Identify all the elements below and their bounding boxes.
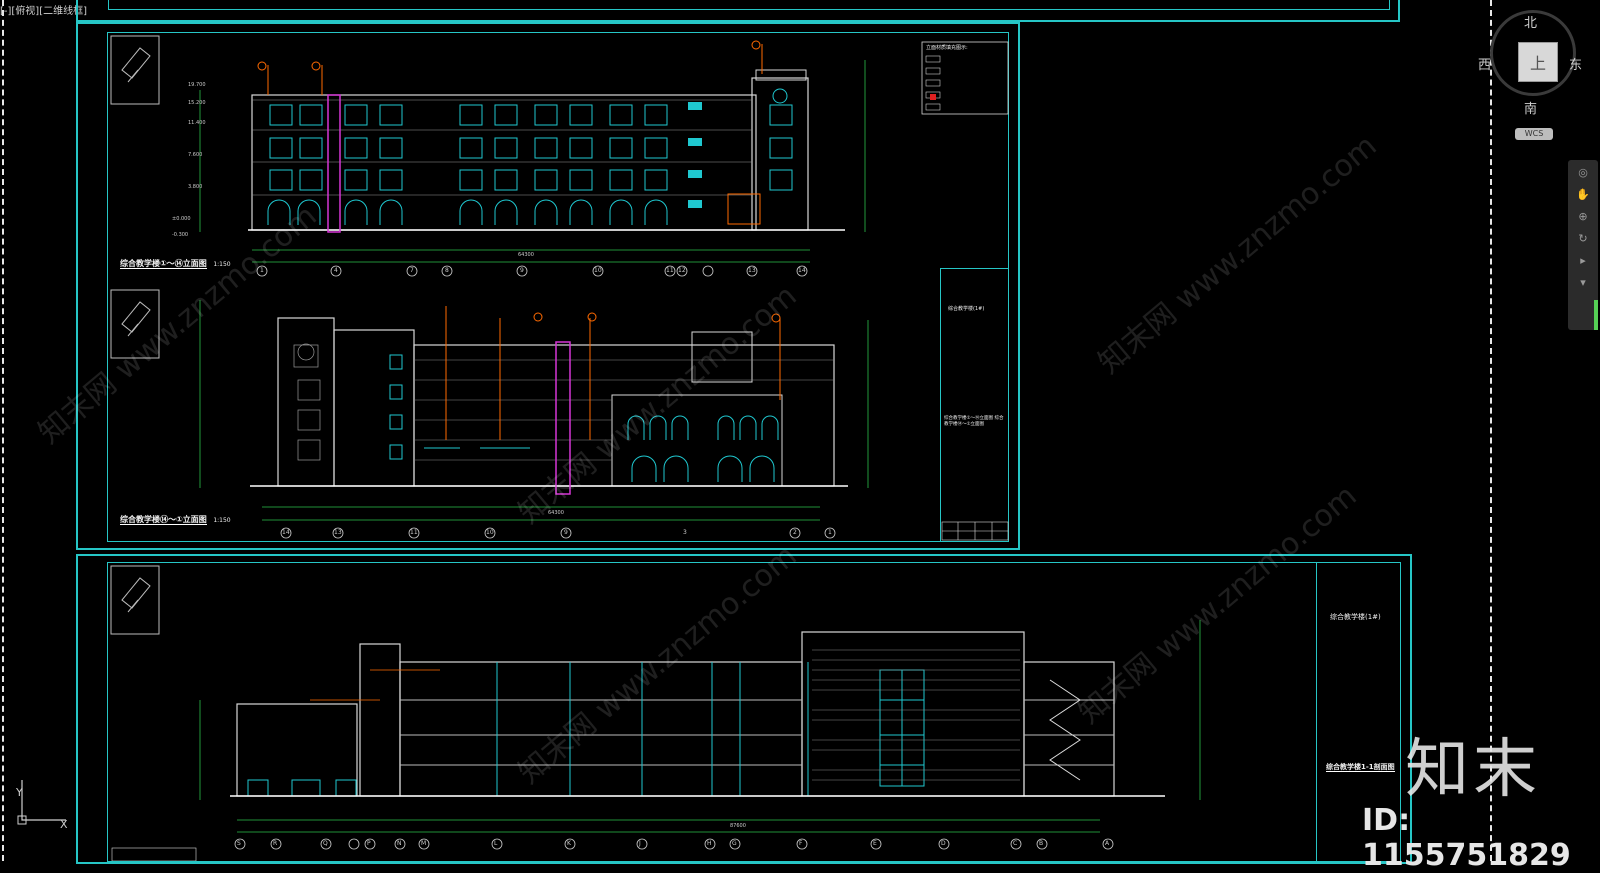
axis-e2-c: 11 (410, 529, 418, 536)
ucs-icon (17, 780, 66, 825)
navigation-bar: ◎ ✋ ⊕ ↻ ▸ ▾ (1568, 160, 1598, 330)
section-axis-M: M (421, 840, 427, 847)
showmotion-icon[interactable]: ▸ (1580, 254, 1586, 267)
orbit-icon[interactable]: ↻ (1578, 232, 1588, 245)
sheet-top-remnant (76, 0, 1400, 22)
view-cube-east[interactable]: 东 (1569, 58, 1583, 73)
section-axis-F: F (799, 840, 803, 847)
view-cube-south[interactable]: 南 (1524, 102, 1538, 117)
axis-e2-e: 9 (564, 529, 568, 536)
axis-e1-g: 11 (666, 267, 674, 274)
section-title: 综合教学楼1-1剖面图 (1326, 762, 1395, 772)
view-cube-west[interactable]: 西 (1478, 58, 1492, 73)
viewport-label[interactable]: [-][俯视][二维线框] (0, 6, 88, 17)
level-mark-6: ±0.000 (172, 216, 191, 222)
section-axis-K: K (567, 840, 571, 847)
elevation-1-title: 综合教学楼①～⑭立面图 1:150 (120, 258, 231, 269)
section-title-block-name: 综合教学楼(1#) (1330, 613, 1381, 621)
layout-edge-left (2, 0, 4, 861)
north-arrow-key-plans (110, 35, 160, 635)
axis-e2-d: 10 (486, 529, 494, 536)
title-block-name: 综合教学楼(1#) (948, 306, 985, 312)
elevation-1-scale: 1:150 (213, 261, 231, 268)
section-axis-G: G (732, 840, 737, 847)
level-mark-3: 11.400 (188, 120, 206, 126)
section-axis-bubbles (234, 838, 1114, 850)
level-mark-5: 3.800 (188, 184, 203, 190)
view-cube-ring[interactable] (1490, 10, 1576, 96)
view-cube-top-face[interactable]: 上 (1518, 42, 1558, 82)
pan-icon[interactable]: ✋ (1576, 188, 1590, 201)
steering-wheel-icon[interactable]: ◎ (1578, 166, 1588, 179)
axis-e2-a: 14 (282, 529, 290, 536)
section-axis-R: R (273, 840, 278, 847)
layout-edge-right (1490, 0, 1492, 861)
axis-e1-j: 14 (798, 267, 806, 274)
ucs-y-label: Y (16, 786, 23, 799)
nav-bar-indicator (1594, 300, 1598, 330)
axis-e1-b: 4 (334, 267, 338, 274)
section-axis-E: E (873, 840, 877, 847)
elevation-1-axis-bubbles (256, 265, 808, 277)
section-axis-D: D (941, 840, 946, 847)
axis-e1-d: 8 (445, 267, 449, 274)
title-block-grid (111, 521, 1009, 861)
title-block-right (940, 268, 1009, 542)
brand-logo: 知末 (1405, 733, 1541, 807)
axis-e1-f: 10 (594, 267, 602, 274)
level-mark-7: -0.300 (172, 232, 189, 238)
view-cube-north[interactable]: 北 (1524, 16, 1538, 31)
section-axis-A: A (1105, 840, 1110, 847)
axis-e2-g: 2 (793, 529, 797, 536)
sheet-elevations (76, 22, 1020, 550)
elevation-1-title-text: 综合教学楼①～⑭立面图 (120, 259, 207, 269)
title-block-drawing: 综合教学楼①～⑭立面图 综合教学楼⑭～①立面图 (944, 416, 1004, 427)
elevation-1-building (248, 40, 845, 233)
elevation-2-total-dim: 64300 (548, 510, 564, 516)
axis-e2-h: 1 (828, 529, 832, 536)
section-axis-P: P (367, 840, 371, 847)
stair (1049, 679, 1081, 781)
elevation-1-total-dim: 64300 (518, 252, 534, 258)
legend-title: 立面材质填充图示: (926, 45, 968, 51)
section-axis-C: C (1013, 840, 1018, 847)
section-axis-L: L (494, 840, 498, 847)
elevation-2-title-text: 综合教学楼⑭～①立面图 (120, 515, 207, 525)
section-axis-S: S (237, 840, 241, 847)
axis-e2-f: 3 (683, 529, 687, 536)
section-axis-B: B (1039, 840, 1044, 847)
axis-e2-b: 13 (334, 529, 342, 536)
nav-menu-icon[interactable]: ▾ (1580, 276, 1586, 289)
section-dimensions (199, 620, 1201, 833)
elevation-1-dimensions (199, 60, 866, 263)
ucs-x-label: X (60, 818, 68, 831)
section-total-dim: 87600 (730, 823, 746, 829)
elevation-2-title: 综合教学楼⑭～①立面图 1:150 (120, 514, 231, 525)
elevation-2-axis-bubbles (280, 527, 836, 539)
section-axis-Q: Q (323, 840, 328, 847)
section-building (230, 631, 1165, 797)
axis-e1-a: 1 (260, 267, 264, 274)
axis-e1-e: 9 (520, 267, 524, 274)
elevation-2-dimensions (199, 300, 869, 521)
zoom-extents-icon[interactable]: ⊕ (1578, 210, 1588, 223)
axis-e1-h: 12 (678, 267, 686, 274)
axis-e1-i: 13 (748, 267, 756, 274)
elevation-2-scale: 1:150 (213, 517, 231, 524)
sheet-top-inner (108, 0, 1390, 10)
section-axis-H: H (707, 840, 712, 847)
level-mark-4: 7.600 (188, 152, 203, 158)
axis-e1-c: 7 (410, 267, 414, 274)
level-mark-1: 19.700 (188, 82, 206, 88)
section-axis-J: J (639, 840, 641, 847)
section-title-text: 综合教学楼1-1剖面图 (1326, 763, 1395, 772)
section-axis-N: N (397, 840, 402, 847)
material-legend (921, 41, 1009, 115)
wcs-menu[interactable]: WCS (1515, 128, 1553, 140)
level-mark-2: 15.200 (188, 100, 206, 106)
id-label: ID: 1155751829 (1362, 803, 1571, 873)
elevation-2-building (250, 306, 848, 495)
